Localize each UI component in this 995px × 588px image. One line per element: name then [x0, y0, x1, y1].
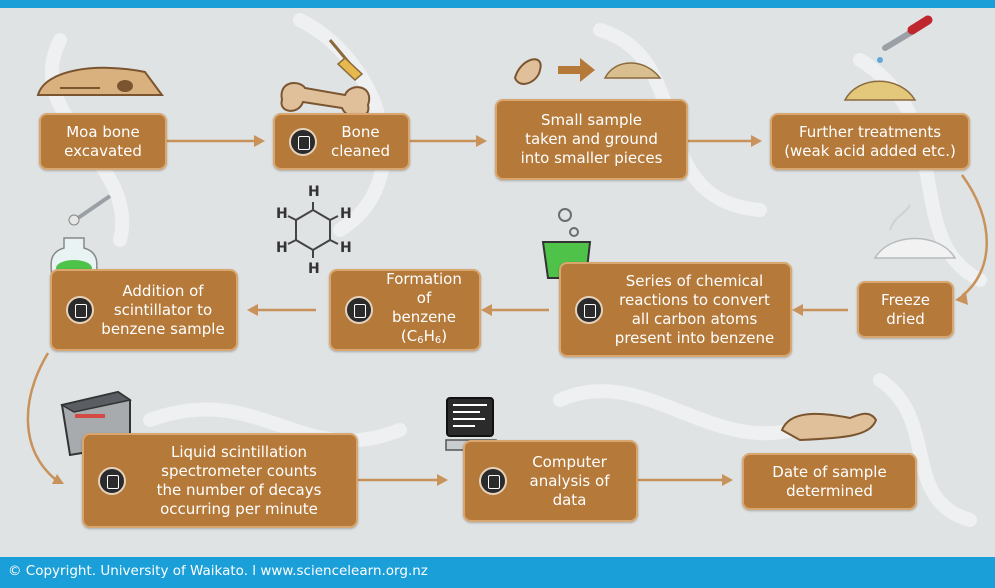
copyright-text: © Copyright. University of Waikato. l ww… [8, 563, 428, 579]
step-label: Liquid scintillation spectrometer counts… [156, 442, 322, 518]
skull-icon [36, 66, 164, 96]
benzene-ring-icon [287, 202, 339, 258]
formula-h-sub: 6 [434, 335, 442, 346]
benzene-atom-h: H [340, 206, 352, 222]
step-date-determined: Date of sample determined [742, 453, 917, 510]
bone-icon [780, 412, 878, 442]
step-label: Addition of scintillator to benzene samp… [101, 281, 225, 338]
step-formation-benzene: Formation of benzene (C6H6) [329, 269, 481, 351]
step-computer-analysis: Computer analysis of data [463, 440, 638, 522]
benzene-atom-h: H [276, 206, 288, 222]
step-label: Small sample taken and ground into small… [520, 111, 663, 167]
video-icon[interactable] [289, 127, 317, 156]
step-label: Computer analysis of data [529, 452, 610, 509]
bone-icon [280, 82, 371, 119]
formation-line2: benzene [391, 308, 457, 326]
brush-icon [328, 39, 364, 82]
formula-c: C [406, 327, 418, 345]
formula-c-sub: 6 [417, 335, 424, 346]
video-icon[interactable] [98, 466, 126, 495]
benzene-formula: (C6H6) [400, 327, 448, 346]
step-label: Bone cleaned [330, 122, 391, 160]
benzene-atom-h: H [308, 184, 320, 200]
benzene-atom-h: H [308, 261, 320, 277]
top-accent-bar [0, 0, 995, 8]
step-liquid-scintillation: Liquid scintillation spectrometer counts… [82, 433, 358, 528]
formation-line1: Formation of [386, 270, 462, 307]
step-chemical-reactions: Series of chemical reactions to convert … [559, 262, 792, 357]
step-label: Moa bone excavated [64, 122, 142, 160]
step-moa-bone-excavated: Moa bone excavated [39, 113, 167, 170]
step-bone-cleaned: Bone cleaned [273, 113, 410, 170]
step-addition-scintillator: Addition of scintillator to benzene samp… [50, 269, 238, 351]
video-icon[interactable] [479, 467, 507, 495]
step-freeze-dried: Freeze dried [857, 281, 954, 338]
footer-bar: © Copyright. University of Waikato. l ww… [0, 557, 995, 588]
video-icon[interactable] [66, 296, 94, 324]
step-label: Freeze dried [881, 290, 930, 328]
formula-h: H [423, 327, 435, 345]
dropper-icon [843, 15, 933, 101]
step-label: Further treatments (weak acid added etc.… [784, 122, 956, 160]
video-icon[interactable] [345, 296, 373, 324]
step-label: Series of chemical reactions to convert … [614, 271, 775, 347]
benzene-atom-h: H [276, 240, 288, 256]
benzene-atom-h: H [340, 240, 352, 256]
video-icon[interactable] [575, 295, 603, 324]
step-label: Date of sample determined [772, 462, 887, 500]
powder-icon [873, 204, 957, 259]
powder-icon [513, 58, 662, 85]
step-further-treatments: Further treatments (weak acid added etc.… [770, 113, 970, 170]
step-sample-ground: Small sample taken and ground into small… [495, 99, 688, 180]
step-label: Formation of benzene (C6H6) [377, 270, 471, 350]
